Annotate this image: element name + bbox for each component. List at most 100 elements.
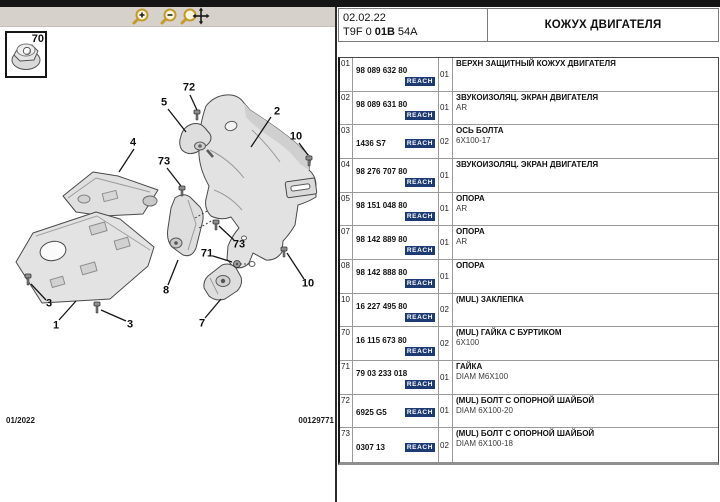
table-row[interactable]: 03 1436 S7 REACH 02 ОСЬ БОЛТА 6X100-17 [340,125,718,159]
reach-badge[interactable]: REACH [404,312,435,322]
reach-badge[interactable]: REACH [404,442,435,452]
callout-2[interactable]: 2 [273,105,281,118]
table-row[interactable]: 73 0307 13 REACH 02 (MUL) БОЛТ С ОПОРНОЙ… [340,428,718,462]
desc-cell: ОПОРА AR [453,193,718,226]
ref-cell: 05 [340,192,353,226]
page-title: КОЖУХ ДВИГАТЕЛЯ [544,19,662,31]
reach-badge[interactable]: REACH [404,110,435,120]
part-name: ОПОРА [456,193,485,203]
ref-cell: 04 [340,159,353,192]
callout-8[interactable]: 8 [162,284,170,297]
ref-cell: 10 [340,293,353,327]
qty-cell: 02 [439,428,453,462]
desc-cell: ОПОРА AR [453,226,718,259]
reach-badge[interactable]: REACH [404,346,435,356]
desc-cell: ГАЙКА DIAM M6X100 [453,361,718,394]
reach-badge[interactable]: REACH [404,408,435,418]
parts-table: 01 98 089 632 80 REACH 01 ВЕРХН ЗАЩИТНЫЙ… [338,57,719,465]
reach-badge[interactable]: REACH [404,139,435,149]
callout-1[interactable]: 1 [52,319,60,332]
zoom-out-icon[interactable] [158,7,184,26]
callout-3[interactable]: 3 [45,297,53,310]
window-top-bar [0,0,720,7]
part-spec: DIAM M6X100 [456,372,509,381]
part-number: 6925 G5 [356,408,387,418]
part-name: (MUL) БОЛТ С ОПОРНОЙ ШАЙБОЙ [456,395,595,405]
reach-badge[interactable]: REACH [404,380,435,390]
part-cell: 98 142 888 80 REACH [353,260,439,293]
part-name: ОПОРА [456,227,485,237]
part-70-inset[interactable]: 70 [5,31,47,78]
table-row[interactable]: 72 6925 G5 REACH 01 (MUL) БОЛТ С ОПОРНОЙ… [340,394,718,429]
part-cell: 98 089 632 80 REACH [353,58,439,91]
part-number: 16 115 673 80 [356,335,407,345]
callout-3[interactable]: 3 [126,318,134,331]
inset-part-number: 70 [31,33,44,45]
ref-cell: 07 [340,226,353,259]
ref-cell: 02 [340,91,353,125]
part-name: (MUL) ГАЙКА С БУРТИКОМ [456,328,562,338]
qty-cell: 01 [439,159,453,192]
ref-cell: 08 [340,260,353,293]
part-name: (MUL) ЗАКЛЕПКА [456,294,524,304]
desc-cell: ВЕРХН ЗАЩИТНЫЙ КОЖУХ ДВИГАТЕЛЯ [453,58,718,91]
ref-cell: 73 [340,428,353,462]
ref-cell: 71 [340,361,353,394]
qty-cell: 01 [439,192,453,226]
desc-cell: (MUL) ГАЙКА С БУРТИКОМ 6X100 [453,327,718,360]
desc-cell: (MUL) БОЛТ С ОПОРНОЙ ШАЙБОЙ DIAM 6X100-1… [453,428,718,462]
table-row[interactable]: 05 98 151 048 80 REACH 01 ОПОРА AR [340,192,718,227]
part-cell: 98 089 631 80 REACH [353,91,439,125]
part-number: 98 142 888 80 [356,268,408,278]
part-name: ОПОРА [456,261,485,270]
part-number: 0307 13 [356,442,385,452]
desc-cell: ЗВУКОИЗОЛЯЦ. ЭКРАН ДВИГАТЕЛЯ [453,159,718,192]
ref-cell: 03 [340,125,353,158]
part-spec: 6X100 [456,338,480,348]
table-row[interactable]: 04 98 276 707 80 REACH 01 ЗВУКОИЗОЛЯЦ. Э… [340,159,718,193]
callout-4[interactable]: 4 [129,136,137,149]
callout-72[interactable]: 72 [182,81,196,94]
reach-badge[interactable]: REACH [404,178,435,188]
callout-7[interactable]: 7 [198,317,206,330]
ref-cell: 70 [340,327,353,360]
part-cell: 16 227 495 80 REACH [353,293,439,327]
table-row[interactable]: 01 98 089 632 80 REACH 01 ВЕРХН ЗАЩИТНЫЙ… [340,58,718,92]
part-number: 98 151 048 80 [356,200,408,210]
reach-badge[interactable]: REACH [404,245,435,255]
reach-badge[interactable]: REACH [404,279,435,289]
table-row[interactable]: 70 16 115 673 80 REACH 02 (MUL) ГАЙКА С … [340,327,718,361]
qty-cell: 01 [439,361,453,394]
callout-10[interactable]: 10 [301,277,315,290]
part-name: ГАЙКА [456,362,483,371]
table-row[interactable]: 02 98 089 631 80 REACH 01 ЗВУКОИЗОЛЯЦ. Э… [340,91,718,126]
reach-badge[interactable]: REACH [404,77,435,87]
part-number: 98 089 631 80 [356,99,408,109]
callout-71[interactable]: 71 [200,247,214,260]
part-number: 1436 S7 [356,139,386,149]
callout-73[interactable]: 73 [232,238,246,251]
part-cell: 6925 G5 REACH [353,394,439,428]
part-spec: AR [456,237,468,247]
reach-badge[interactable]: REACH [404,211,435,221]
table-row[interactable]: 71 79 03 233 018 REACH 01 ГАЙКА DIAM M6X… [340,361,718,395]
zoom-pan-icon[interactable] [180,7,210,26]
table-row[interactable]: 10 16 227 495 80 REACH 02 (MUL) ЗАКЛЕПКА [340,293,718,328]
table-row[interactable]: 07 98 142 889 80 REACH 01 ОПОРА AR [340,226,718,260]
zoom-in-icon[interactable] [130,7,156,26]
callout-10[interactable]: 10 [289,130,303,143]
callout-5[interactable]: 5 [160,96,168,109]
document-number: 00129771 [298,416,334,425]
callout-73[interactable]: 73 [157,155,171,168]
part-cell: 79 03 233 018 REACH [353,361,439,394]
part-name: ЗВУКОИЗОЛЯЦ. ЭКРАН ДВИГАТЕЛЯ [456,92,599,102]
part-cell: 98 151 048 80 REACH [353,192,439,226]
header-date: 02.02.22 [343,12,386,24]
table-row[interactable]: 08 98 142 888 80 REACH 01 ОПОРА [340,260,718,294]
desc-cell: (MUL) ЗАКЛЕПКА [453,294,718,327]
part-cell: 98 276 707 80 REACH [353,159,439,192]
